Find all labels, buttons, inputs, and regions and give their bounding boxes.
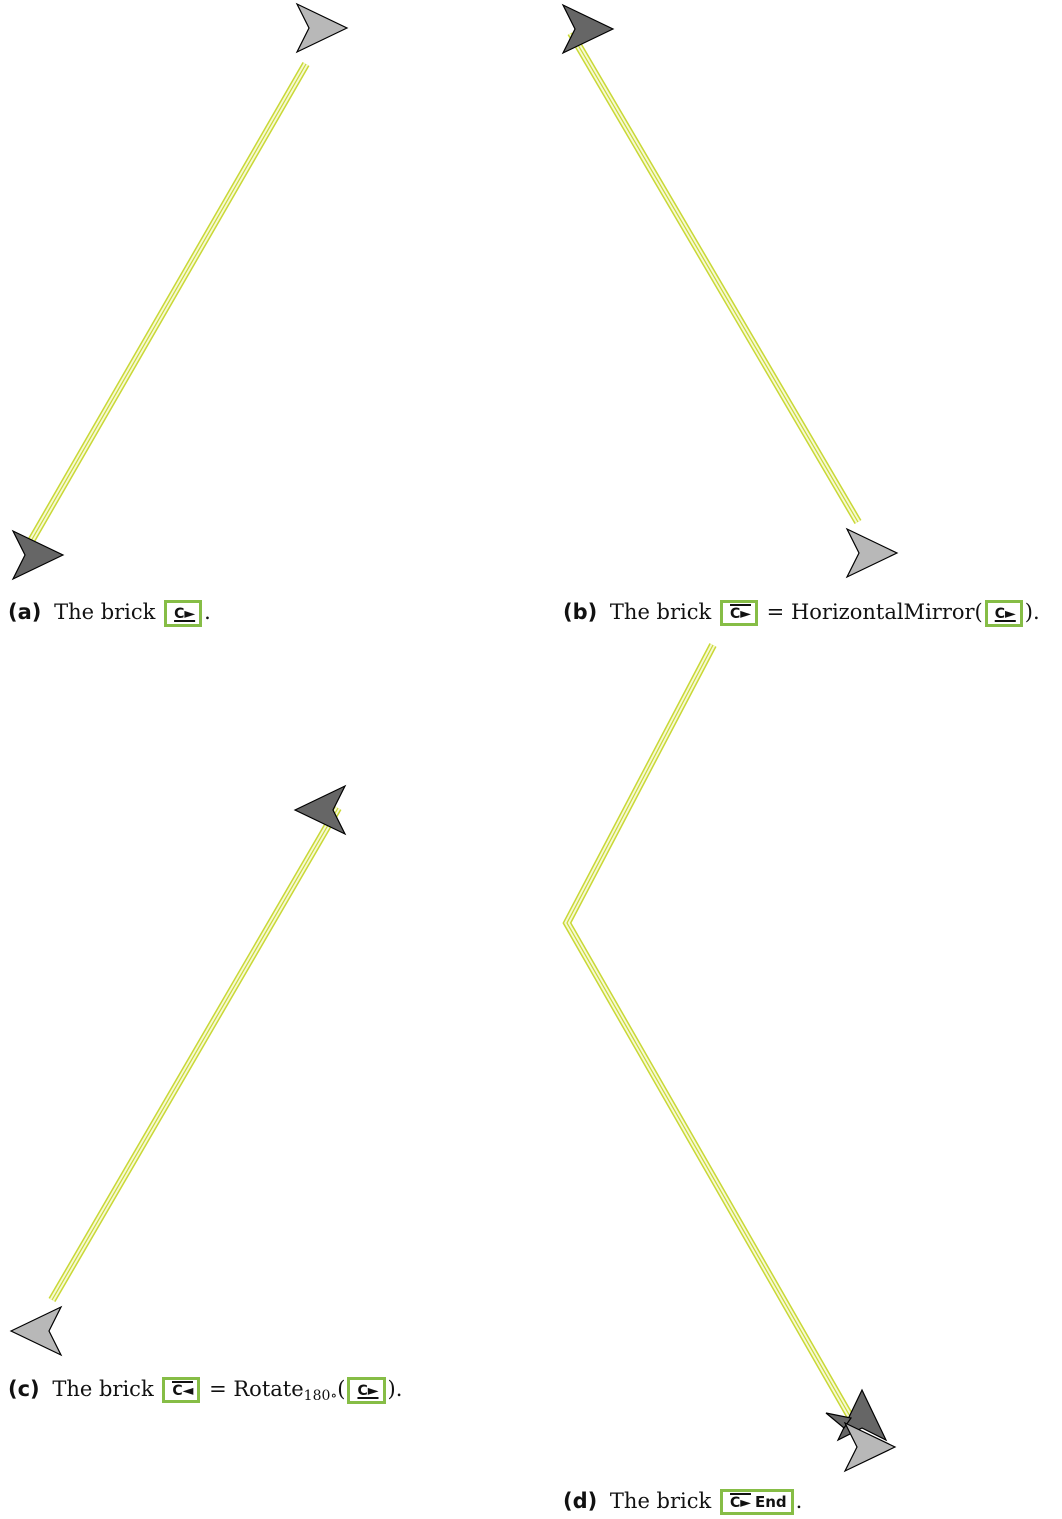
brick-cross-right-inner-symbol: C► [994,606,1016,622]
brick-cross-right-symbol: C► [174,606,196,622]
panel-a-arrow-dark [12,530,64,580]
panel-c-arrow-light [10,1306,62,1356]
caption-c-end: ). [387,1377,403,1401]
brick-cross-right-inner: C► [984,600,1023,627]
caption-a-label: (a) [8,600,42,624]
caption-b: (b) The brick C► = HorizontalMirror( C►). [563,598,1040,627]
brick-cross-right: C► [164,600,203,627]
caption-a: (a) The brick C►. [8,598,211,627]
caption-d-text: The brick [609,1489,712,1513]
panel-c-track [48,805,342,1303]
caption-a-text: The brick [54,600,156,624]
caption-a-end: . [204,600,211,624]
brick-cross-right-mirrored-symbol: C► [729,604,751,622]
brick-cross-right-rotated-inner: C► [347,1377,386,1404]
caption-b-end: ). [1024,600,1040,624]
panel-b-arrow-light [846,528,898,578]
brick-end-suffix: End [754,1493,787,1511]
caption-c-label: (c) [8,1377,40,1401]
caption-d-label: (d) [563,1489,598,1513]
caption-c-equals: = Rotate [209,1377,304,1401]
panel-a-arrow-light [296,3,348,53]
panel-b-track [567,30,862,525]
caption-d-end: . [795,1489,803,1513]
caption-c-text: The brick [52,1377,154,1401]
panel-b-arrow-dark [562,4,614,54]
panel-a-track [23,62,310,550]
caption-d: (d) The brick C►End. [563,1487,802,1515]
panel-d-track [562,643,855,1420]
caption-b-text: The brick [609,600,712,624]
brick-cross-right-end: C►End [719,1489,794,1515]
caption-c-paren: ( [337,1377,346,1401]
brick-cross-right-end-symbol: C► [729,1493,751,1511]
panel-d-arrow-dark-tail [825,1412,853,1429]
caption-c-subscript: 180∘ [303,1388,338,1404]
brick-cross-left-symbol: C◄ [172,1381,194,1399]
brick-cross-right-mirrored: C► [719,600,758,626]
caption-b-equals: = HorizontalMirror( [766,600,983,624]
brick-cross-right-rotated-inner-symbol: C► [357,1383,379,1399]
caption-b-label: (b) [563,600,598,624]
brick-cross-left: C◄ [162,1377,201,1403]
caption-c: (c) The brick C◄ = Rotate180∘( C►). [8,1375,402,1410]
